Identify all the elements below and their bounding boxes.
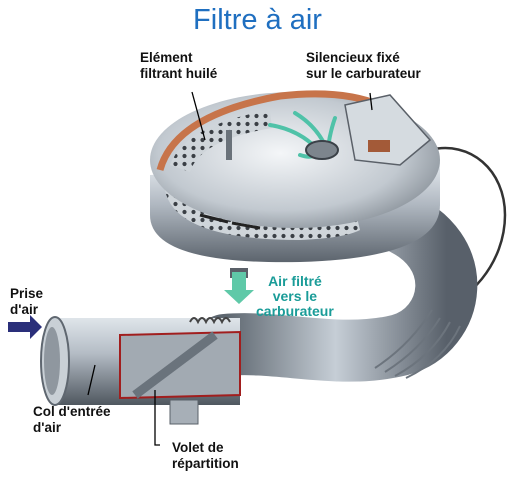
label-silencer-line-2: sur le carburateur <box>306 66 421 82</box>
label-filtered-air-line-2: vers le <box>256 289 334 304</box>
label-silencer: Silencieux fixé sur le carburateur <box>306 50 421 82</box>
central-stud <box>226 130 232 160</box>
label-filtered-air-line-1: Air filtré <box>256 274 334 289</box>
mount-bracket <box>170 400 198 424</box>
intake-air-arrow <box>8 315 42 339</box>
label-filtered-air: Air filtré vers le carburateur <box>256 274 334 319</box>
carburettor-outlet <box>306 141 338 159</box>
filtered-air-arrow <box>224 272 254 304</box>
label-intake-neck: Col d'entrée d'air <box>33 404 110 436</box>
label-filtered-air-line-3: carburateur <box>256 304 334 319</box>
label-air-intake: Prise d'air <box>10 286 43 318</box>
label-air-intake-line-1: Prise <box>10 286 43 302</box>
label-intake-neck-line-2: d'air <box>33 420 110 436</box>
label-distribution-flap-line-2: répartition <box>172 456 239 472</box>
silencer-clip <box>368 140 390 152</box>
label-silencer-line-1: Silencieux fixé <box>306 50 421 66</box>
intake-opening <box>44 327 60 395</box>
label-intake-neck-line-1: Col d'entrée <box>33 404 110 420</box>
label-oiled-filter: Elément filtrant huilé <box>140 50 217 82</box>
label-distribution-flap: Volet de répartition <box>172 440 239 472</box>
label-oiled-filter-line-2: filtrant huilé <box>140 66 217 82</box>
label-oiled-filter-line-1: Elément <box>140 50 217 66</box>
diagram-title: Filtre à air <box>0 4 515 37</box>
label-air-intake-line-2: d'air <box>10 302 43 318</box>
label-distribution-flap-line-1: Volet de <box>172 440 239 456</box>
